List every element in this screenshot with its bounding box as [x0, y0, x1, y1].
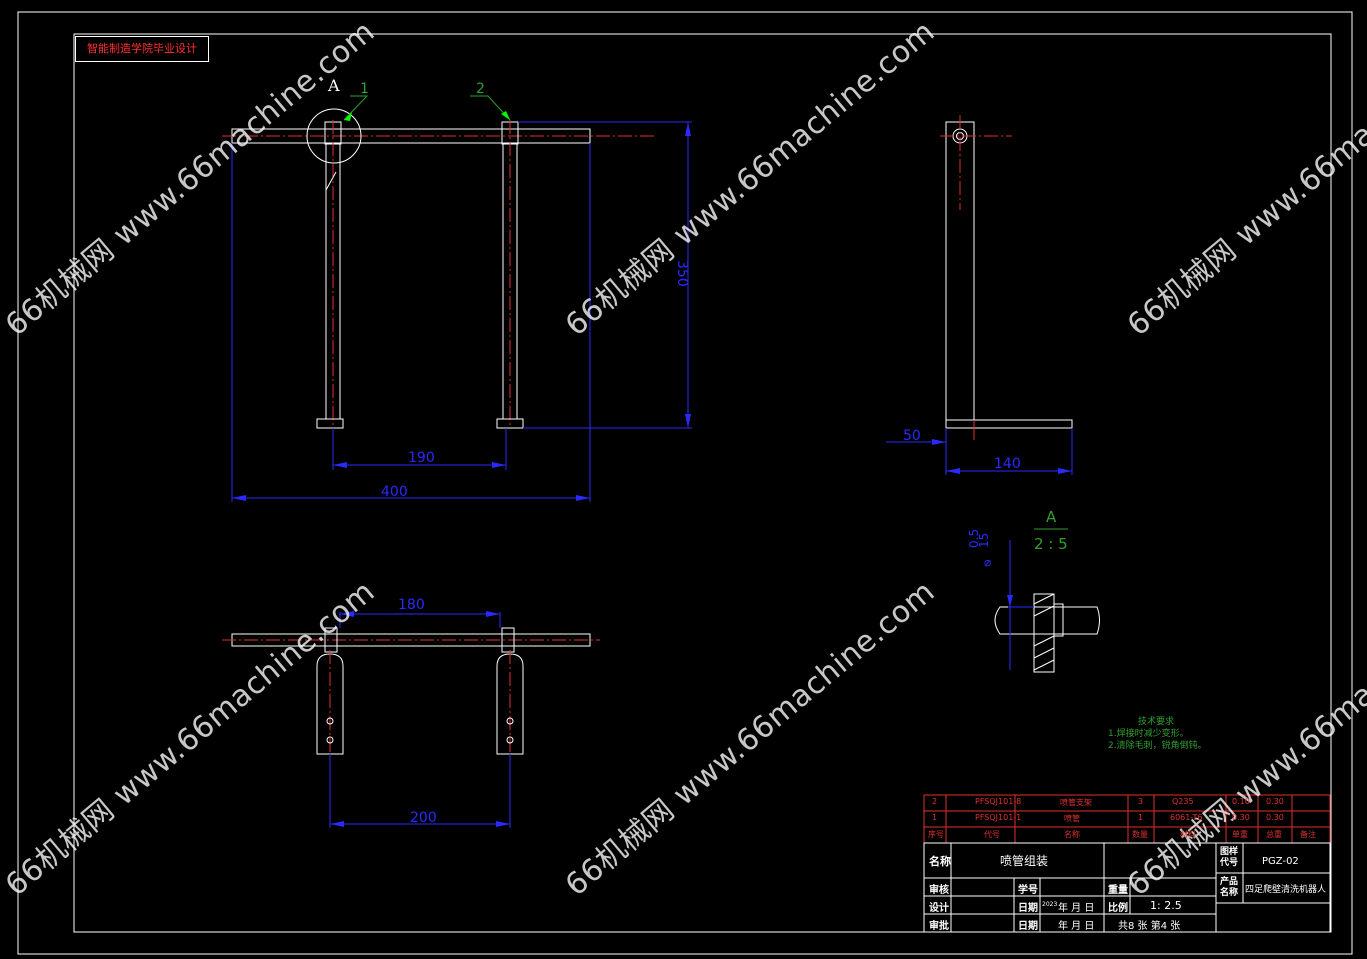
- scale-label: 比例: [1108, 903, 1128, 914]
- section-letter: A: [327, 76, 340, 95]
- scale-value: 1: 2.5: [1150, 899, 1182, 912]
- dim-front-height: 350: [674, 260, 690, 287]
- part-name: 喷管组装: [1000, 854, 1049, 868]
- bom-row-2-code: PFSQJ101-8: [975, 797, 1022, 806]
- detail-label: A: [1046, 508, 1057, 526]
- dim-bottom-spacing: 200: [410, 810, 437, 826]
- date-value-2: 年 月 日: [1058, 921, 1095, 932]
- outer-frame: [17, 11, 1353, 955]
- bom-header-w2: 总重: [1266, 830, 1282, 839]
- detail-dim-a: 0.5: [967, 529, 981, 548]
- front-view: A 1 2 350 190 400: [222, 76, 692, 502]
- bom-row-2-no: 2: [932, 797, 938, 806]
- dim-front-overall: 400: [381, 484, 408, 500]
- drawing-no-label: 图样代号: [1220, 847, 1239, 868]
- bom-row-2-material: Q235: [1172, 797, 1194, 806]
- inner-frame: [73, 33, 1332, 933]
- sheet-count: 共8 张 第4 张: [1118, 921, 1181, 932]
- school-title: 智能制造学院毕业设计: [75, 36, 209, 62]
- tech-title: 技术要求: [1138, 717, 1175, 727]
- balloon-1: 1: [360, 81, 369, 97]
- dim-front-inner: 190: [408, 450, 435, 466]
- product-label: 产品名称: [1220, 877, 1239, 898]
- tech-line-2: 2.清除毛刺，锐角倒钝。: [1108, 741, 1207, 751]
- detail-scale: 2 : 5: [1034, 535, 1068, 553]
- student-no-label: 学号: [1018, 885, 1038, 896]
- dim-side-foot: 140: [994, 456, 1021, 472]
- side-view: 50 140: [886, 115, 1073, 475]
- bom-row-1-qty: 1: [1138, 813, 1144, 822]
- drawing-no: PGZ-02: [1262, 856, 1299, 867]
- bom-row-2-name: 喷管支架: [1060, 798, 1092, 807]
- bom-header-code: 代号: [984, 830, 1000, 839]
- design-label: 设计: [929, 903, 949, 914]
- bom-header-qty: 数量: [1132, 830, 1148, 839]
- dim-top-spacing: 180: [398, 597, 425, 613]
- bom-row-2-w1: 0.10: [1232, 797, 1250, 806]
- product-name: 四足爬壁清洗机器人: [1245, 885, 1327, 895]
- bom-row-1-w1: 0.30: [1232, 813, 1250, 822]
- detail-dim-b: 15: [977, 533, 991, 548]
- svg-text:⌀: ⌀: [984, 555, 991, 569]
- detail-a-view: A 2 : 5 0.5 15 ⌀: [967, 508, 1100, 673]
- bom-header-note: 备注: [1300, 830, 1316, 839]
- title-block-grid: [923, 842, 1331, 933]
- tech-line-1: 1.焊接时减少变形。: [1108, 729, 1189, 739]
- name-label: 名称: [929, 855, 951, 868]
- approve-label: 审批: [929, 921, 949, 932]
- tech-requirements: 技术要求 1.焊接时减少变形。 2.清除毛刺，锐角倒钝。: [1108, 716, 1207, 752]
- dim-side-offset: 50: [903, 428, 921, 444]
- bom-header-material: 材料: [1180, 830, 1196, 839]
- bom-row-1-name: 喷管: [1064, 814, 1080, 823]
- date-label-1: 日期: [1018, 903, 1038, 914]
- date-year: 2023: [1042, 901, 1058, 908]
- bom-header-no: 序号: [928, 830, 944, 839]
- bom-row-1-w2: 0.30: [1266, 813, 1284, 822]
- bom-row-1-material: 6061-T6: [1170, 813, 1203, 822]
- date-value-1: 年 月 日: [1058, 903, 1095, 914]
- top-view: 180 200: [222, 597, 600, 828]
- bom-header-w1: 单重: [1232, 830, 1248, 839]
- bom-row-2-w2: 0.30: [1266, 797, 1284, 806]
- balloon-2: 2: [476, 81, 485, 97]
- bom-row-1-no: 1: [932, 813, 938, 822]
- weight-label: 重量: [1108, 885, 1128, 896]
- bom-header-name: 名称: [1064, 830, 1080, 839]
- bom-row-1-code: PFSQJ101-1: [975, 813, 1022, 822]
- bom-row-2-qty: 3: [1138, 797, 1144, 806]
- date-label-2: 日期: [1018, 921, 1038, 932]
- check-label: 审核: [929, 885, 949, 896]
